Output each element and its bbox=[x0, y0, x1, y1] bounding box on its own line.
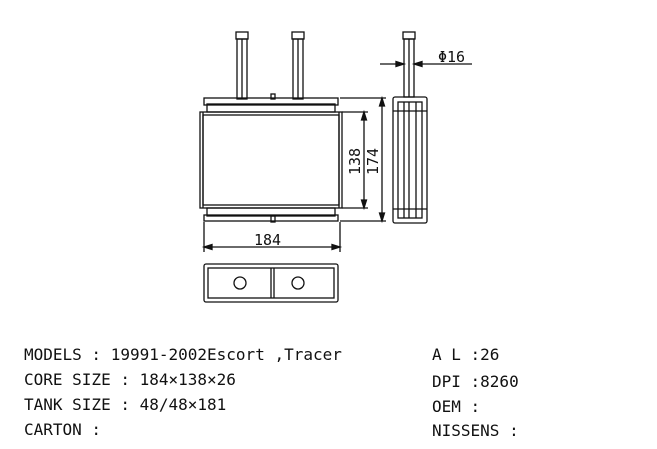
pipe-diameter-label: Φ16 bbox=[438, 48, 465, 66]
spec-oem: OEM : bbox=[432, 397, 481, 416]
inlet-pipe-right bbox=[291, 31, 305, 100]
height-dimensions bbox=[340, 95, 386, 224]
top-tank bbox=[203, 93, 339, 113]
core-height-label: 138 bbox=[346, 148, 364, 175]
bottom-tank bbox=[203, 207, 339, 223]
spec-al: A L :26 bbox=[432, 345, 500, 364]
port-left bbox=[233, 276, 247, 290]
core bbox=[199, 111, 343, 209]
width-label: 184 bbox=[254, 231, 281, 249]
pipe-diameter-dimension bbox=[380, 60, 472, 68]
spec-dpi: DPI :8260 bbox=[432, 372, 519, 391]
front-view bbox=[199, 31, 386, 252]
port-right bbox=[291, 276, 305, 290]
bottom-view bbox=[203, 263, 339, 303]
spec-nissens: NISSENS : bbox=[432, 421, 519, 440]
spec-core-size: CORE SIZE : 184×138×26 bbox=[24, 370, 236, 389]
side-pipe bbox=[402, 31, 416, 98]
inlet-pipe-left bbox=[235, 31, 249, 100]
spec-carton: CARTON : bbox=[24, 420, 102, 439]
spec-models: MODELS : 19991-2002Escort ,Tracer bbox=[24, 345, 342, 364]
width-dimension bbox=[201, 222, 343, 252]
total-height-label: 174 bbox=[364, 148, 382, 175]
spec-tank-size: TANK SIZE : 48/48×181 bbox=[24, 395, 227, 414]
side-view bbox=[380, 31, 472, 224]
